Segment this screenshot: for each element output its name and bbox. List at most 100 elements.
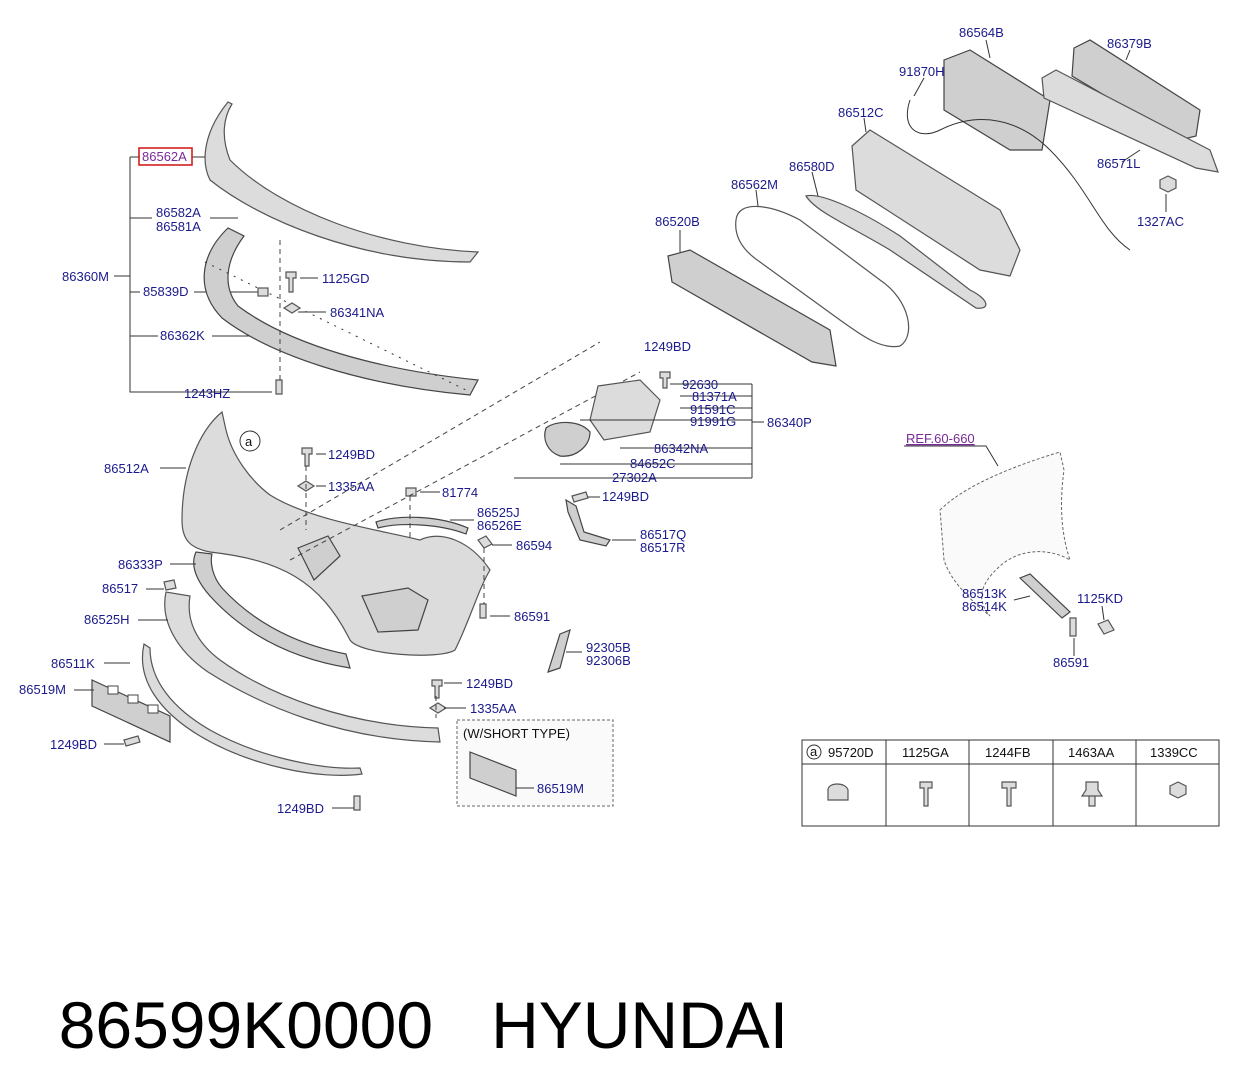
- table-header-95720D[interactable]: 95720D: [828, 745, 874, 760]
- label-1125GD[interactable]: 1125GD: [322, 271, 369, 286]
- label-86511K[interactable]: 86511K: [51, 656, 95, 671]
- label-86342NA[interactable]: 86342NA: [654, 441, 709, 456]
- fender-outline: [939, 451, 1071, 617]
- label-84652C[interactable]: 84652C: [630, 456, 676, 471]
- label-86517[interactable]: 86517: [102, 581, 138, 596]
- label-86514K[interactable]: 86514K: [962, 599, 1007, 614]
- label-86591[interactable]: 86591: [514, 609, 550, 624]
- lower-lip-86525H[interactable]: [193, 551, 351, 669]
- clip-95720D-icon: [827, 783, 849, 801]
- label-86562M[interactable]: 86562M: [731, 177, 778, 192]
- seal-86562M[interactable]: [735, 205, 910, 348]
- bolt-1125GD-icon: [285, 271, 297, 293]
- label-86571L[interactable]: 86571L: [1097, 156, 1140, 171]
- skid-plate[interactable]: [164, 591, 441, 743]
- fastener-table: a 95720D 1125GA 1244FB 1463AA 1339CC: [801, 739, 1220, 827]
- label-85839D[interactable]: 85839D: [143, 284, 189, 299]
- bumper-beam-86362K[interactable]: [203, 227, 479, 396]
- clip-85839D[interactable]: [257, 287, 269, 297]
- label-81774[interactable]: 81774: [442, 485, 478, 500]
- table-header-1339CC[interactable]: 1339CC: [1150, 745, 1198, 760]
- label-1249BD[interactable]: 1249BD: [466, 676, 513, 691]
- footer-caption: 86599K0000 HYUNDAI: [22, 890, 1222, 1062]
- label-86580D[interactable]: 86580D: [789, 159, 835, 174]
- bolt-1249BD-icon: [659, 371, 671, 389]
- fog-lamp-cover[interactable]: [544, 421, 591, 457]
- label-1249BD[interactable]: 1249BD: [50, 737, 97, 752]
- label-86519M[interactable]: 86519M: [19, 682, 66, 697]
- label-1335AA[interactable]: 1335AA: [328, 479, 375, 494]
- part-number: 86599K0000: [58, 988, 434, 1062]
- label-86594[interactable]: 86594: [516, 538, 552, 553]
- label-1249BD[interactable]: 1249BD: [277, 801, 324, 816]
- label-92305B[interactable]: 92305B: [586, 640, 631, 655]
- label-91870H[interactable]: 91870H: [899, 64, 945, 79]
- bracket-86517Q[interactable]: [565, 498, 611, 547]
- label-27302A[interactable]: 27302A: [612, 470, 657, 485]
- short-type-title: (W/SHORT TYPE): [463, 726, 570, 741]
- absorber-86520B[interactable]: [667, 249, 837, 367]
- clip-86594-icon: [477, 535, 493, 549]
- label-86562A[interactable]: 86562A: [142, 149, 187, 164]
- grille-86564B[interactable]: [943, 49, 1051, 151]
- main-bumper-group: a: [19, 341, 641, 816]
- label-86591[interactable]: 86591: [1053, 655, 1089, 670]
- label-91991G[interactable]: 91991G: [690, 414, 736, 429]
- label-91591C[interactable]: 91591C: [690, 402, 736, 417]
- label-86513K[interactable]: 86513K: [962, 586, 1007, 601]
- label-1249BD[interactable]: 1249BD: [644, 339, 691, 354]
- label-86341NA[interactable]: 86341NA: [330, 305, 385, 320]
- table-header-1244FB[interactable]: 1244FB: [985, 745, 1031, 760]
- label-92630[interactable]: 92630: [682, 377, 718, 392]
- label-92306B[interactable]: 92306B: [586, 653, 631, 668]
- trim-86511K[interactable]: [141, 643, 363, 776]
- label-86525J[interactable]: 86525J: [477, 505, 520, 520]
- plate-slot: [147, 704, 159, 714]
- label-86517Q[interactable]: 86517Q: [640, 527, 686, 542]
- label-86519M[interactable]: 86519M: [537, 781, 584, 796]
- label-86360M[interactable]: 86360M: [62, 269, 109, 284]
- table-callout-a-label: a: [810, 744, 818, 759]
- plate-86519M[interactable]: [91, 679, 171, 743]
- screw-86591-icon: [479, 603, 487, 619]
- garnish-strip-86562A[interactable]: [204, 101, 480, 263]
- label-86564B[interactable]: 86564B: [959, 25, 1004, 40]
- label-86333P[interactable]: 86333P: [118, 557, 163, 572]
- label-86512A[interactable]: 86512A: [104, 461, 149, 476]
- bracket-86525J[interactable]: [375, 516, 469, 535]
- label-86362K[interactable]: 86362K: [160, 328, 205, 343]
- label-86582A[interactable]: 86582A: [156, 205, 201, 220]
- label-81371A[interactable]: 81371A: [692, 389, 737, 404]
- ref-60-660-link[interactable]: REF.60-660: [906, 431, 975, 446]
- brand-name: HYUNDAI: [491, 988, 789, 1062]
- label-1335AA[interactable]: 1335AA: [470, 701, 517, 716]
- grille-86512C[interactable]: [851, 129, 1021, 277]
- table-header-1463AA[interactable]: 1463AA: [1068, 745, 1115, 760]
- label-1327AC[interactable]: 1327AC: [1137, 214, 1184, 229]
- label-86512C[interactable]: 86512C: [838, 105, 884, 120]
- label-86520B[interactable]: 86520B: [655, 214, 700, 229]
- label-1249BD[interactable]: 1249BD: [602, 489, 649, 504]
- fog-lamp-group: 1249BD 92630 81371A 91591C 91991G 86340P…: [514, 339, 812, 555]
- garnish-92305B[interactable]: [547, 629, 571, 673]
- label-86581A[interactable]: 86581A: [156, 219, 201, 234]
- trim-86580D[interactable]: [805, 194, 987, 309]
- wiring-91870H[interactable]: [906, 99, 1131, 251]
- fender-group: REF.60-660 86513K 86514K 1125KD 86591: [904, 431, 1123, 670]
- grille-86379B[interactable]: [1071, 39, 1201, 141]
- label-1125KD[interactable]: 1125KD: [1077, 591, 1123, 606]
- bolt-1249BD-icon: [431, 679, 443, 699]
- label-86379B[interactable]: 86379B: [1107, 36, 1152, 51]
- label-86340P[interactable]: 86340P: [767, 415, 812, 430]
- label-1243HZ[interactable]: 1243HZ: [184, 386, 230, 401]
- label-86517R[interactable]: 86517R: [640, 540, 686, 555]
- table-header-1125GA[interactable]: 1125GA: [902, 745, 949, 760]
- garnish-86571L[interactable]: [1041, 69, 1219, 173]
- bracket-86513K[interactable]: [1018, 573, 1071, 619]
- label-86525H[interactable]: 86525H: [84, 612, 130, 627]
- label-86526E[interactable]: 86526E: [477, 518, 522, 533]
- label-1249BD[interactable]: 1249BD: [328, 447, 375, 462]
- bolt-1125GA-icon: [919, 781, 933, 807]
- fog-lamp-86340P[interactable]: [589, 379, 661, 441]
- plate-86519M-short[interactable]: [469, 751, 517, 797]
